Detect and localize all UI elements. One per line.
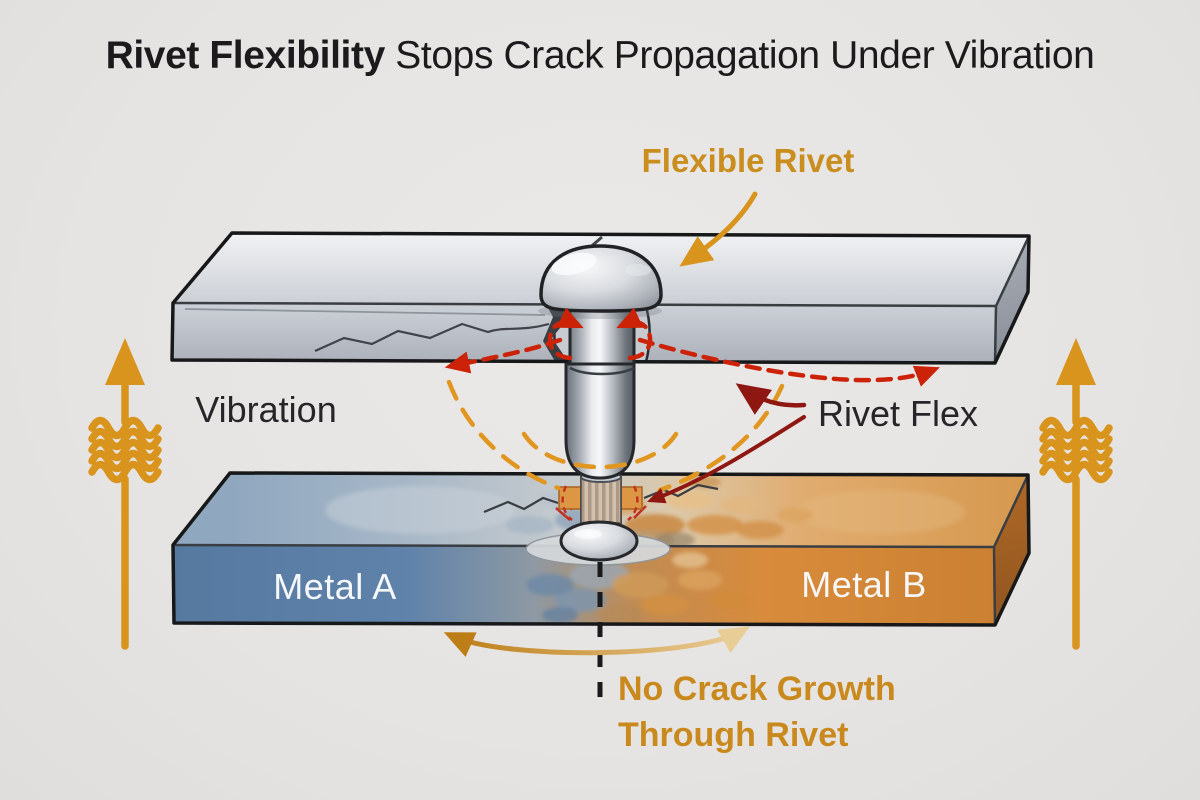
bottom-crack-left xyxy=(483,496,559,514)
bottom-plate xyxy=(171,471,1031,627)
metal-a-label: Metal A xyxy=(273,566,397,607)
no-crack-growth-label: No Crack Growth Through Rivet xyxy=(618,666,896,758)
vibration-arrow-left-icon xyxy=(92,338,158,646)
flex-arcs-red xyxy=(444,307,940,387)
no-crack-line1: No Crack Growth xyxy=(618,670,896,708)
title-emphasis: Rivet Flexibility xyxy=(105,34,386,77)
rivet-shop-head xyxy=(559,520,639,562)
flexible-rivet-arrow xyxy=(679,191,758,267)
mottled-interface-front xyxy=(526,552,750,625)
rivet-flex-arrows xyxy=(646,383,807,504)
title-rest: Stops Crack Propagation Under Vibration xyxy=(384,34,1095,77)
rivet-shaft-lower xyxy=(564,362,636,480)
no-crack-line2: Through Rivet xyxy=(618,716,849,754)
swing-arrow xyxy=(443,626,750,657)
vibration-label: Vibration xyxy=(195,389,337,430)
metal-b-label: Metal B xyxy=(801,564,927,605)
top-plate xyxy=(170,231,1031,365)
rivet-flex-label: Rivet Flex xyxy=(817,393,979,434)
flexible-rivet-label: Flexible Rivet xyxy=(641,142,855,179)
page-title: Rivet Flexibility Stops Crack Propagatio… xyxy=(0,34,1200,78)
rivet-head xyxy=(539,244,663,313)
vibration-arrow-right-icon xyxy=(1043,338,1109,646)
